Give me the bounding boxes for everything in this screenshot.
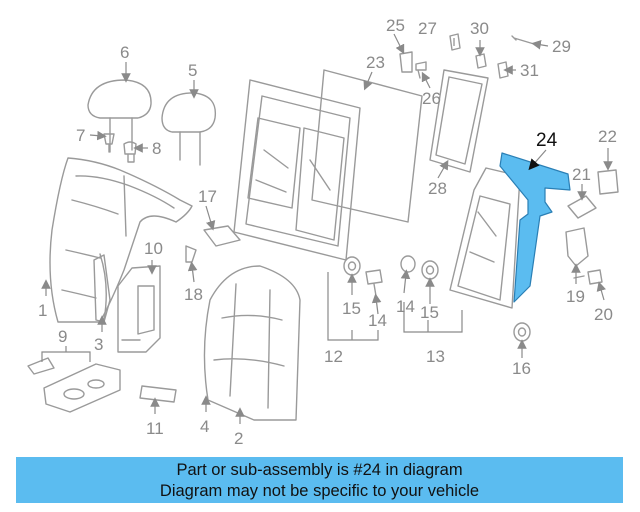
clip-31 xyxy=(497,61,509,79)
seat-back-frame xyxy=(233,79,361,261)
callout-29: 29 xyxy=(552,37,571,56)
bracket-19 xyxy=(565,227,589,267)
callout-14-right: 14 xyxy=(396,297,415,316)
callout-1: 1 xyxy=(38,301,47,320)
trim-21 xyxy=(567,195,597,219)
callout-8: 8 xyxy=(152,139,161,158)
screw-26 xyxy=(415,61,427,79)
spacer-16 xyxy=(513,322,531,342)
callout-22: 22 xyxy=(598,127,617,146)
callout-12: 12 xyxy=(324,347,343,366)
armrest-9 xyxy=(27,357,121,413)
clip-25 xyxy=(399,51,413,73)
part-24-highlighted xyxy=(499,152,571,303)
callout-14-left: 14 xyxy=(368,311,387,330)
callout-21: 21 xyxy=(572,165,591,184)
seat-back-frame-right xyxy=(449,167,521,309)
headrest-6 xyxy=(87,79,152,153)
headrest-5 xyxy=(161,92,217,166)
callout-17: 17 xyxy=(198,187,217,206)
hinge-17 xyxy=(203,225,241,247)
callout-15-right: 15 xyxy=(420,303,439,322)
bracket-3 xyxy=(93,254,111,323)
bolt-20 xyxy=(573,269,603,285)
callout-18: 18 xyxy=(184,285,203,304)
callout-28: 28 xyxy=(428,179,447,198)
callout-3: 3 xyxy=(94,335,103,354)
banner-line-1: Part or sub-assembly is #24 in diagram xyxy=(176,461,463,479)
leader-lines xyxy=(41,33,613,424)
clip-30 xyxy=(475,53,487,69)
callout-27: 27 xyxy=(418,19,437,38)
callout-30: 30 xyxy=(470,19,489,38)
callout-5: 5 xyxy=(188,61,197,80)
plug-27 xyxy=(449,33,461,51)
seat-cushion-2 xyxy=(203,265,301,421)
panel-28 xyxy=(429,69,489,173)
callout-15-left: 15 xyxy=(342,299,361,318)
callout-13: 13 xyxy=(426,347,445,366)
rod-29 xyxy=(511,35,535,45)
button-22 xyxy=(597,169,619,195)
hardware-14-15-right xyxy=(400,255,439,280)
callout-7: 7 xyxy=(76,126,85,145)
callout-31: 31 xyxy=(520,61,539,80)
callout-10: 10 xyxy=(144,239,163,258)
callout-6: 6 xyxy=(120,43,129,62)
seat-back-cover-1 xyxy=(49,157,193,323)
cover-11 xyxy=(139,385,177,403)
callout-4: 4 xyxy=(200,417,209,436)
callout-23: 23 xyxy=(366,53,385,72)
callout-20: 20 xyxy=(594,305,613,324)
armrest-frame-10 xyxy=(117,265,161,353)
info-banner: Part or sub-assembly is #24 in diagram D… xyxy=(16,457,623,503)
callout-16: 16 xyxy=(512,359,531,378)
callout-26: 26 xyxy=(422,89,441,108)
guide-8 xyxy=(123,141,137,163)
callout-24: 24 xyxy=(536,130,558,151)
callout-11: 11 xyxy=(146,419,164,438)
callout-19: 19 xyxy=(566,287,585,306)
clip-18 xyxy=(185,245,197,263)
callout-25: 25 xyxy=(386,16,405,35)
hardware-15-14-left xyxy=(343,256,383,297)
clip-7 xyxy=(103,133,115,153)
callout-2: 2 xyxy=(234,429,243,448)
banner-line-2: Diagram may not be specific to your vehi… xyxy=(159,482,480,500)
back-panel-23 xyxy=(311,69,423,223)
callout-9: 9 xyxy=(58,327,67,346)
